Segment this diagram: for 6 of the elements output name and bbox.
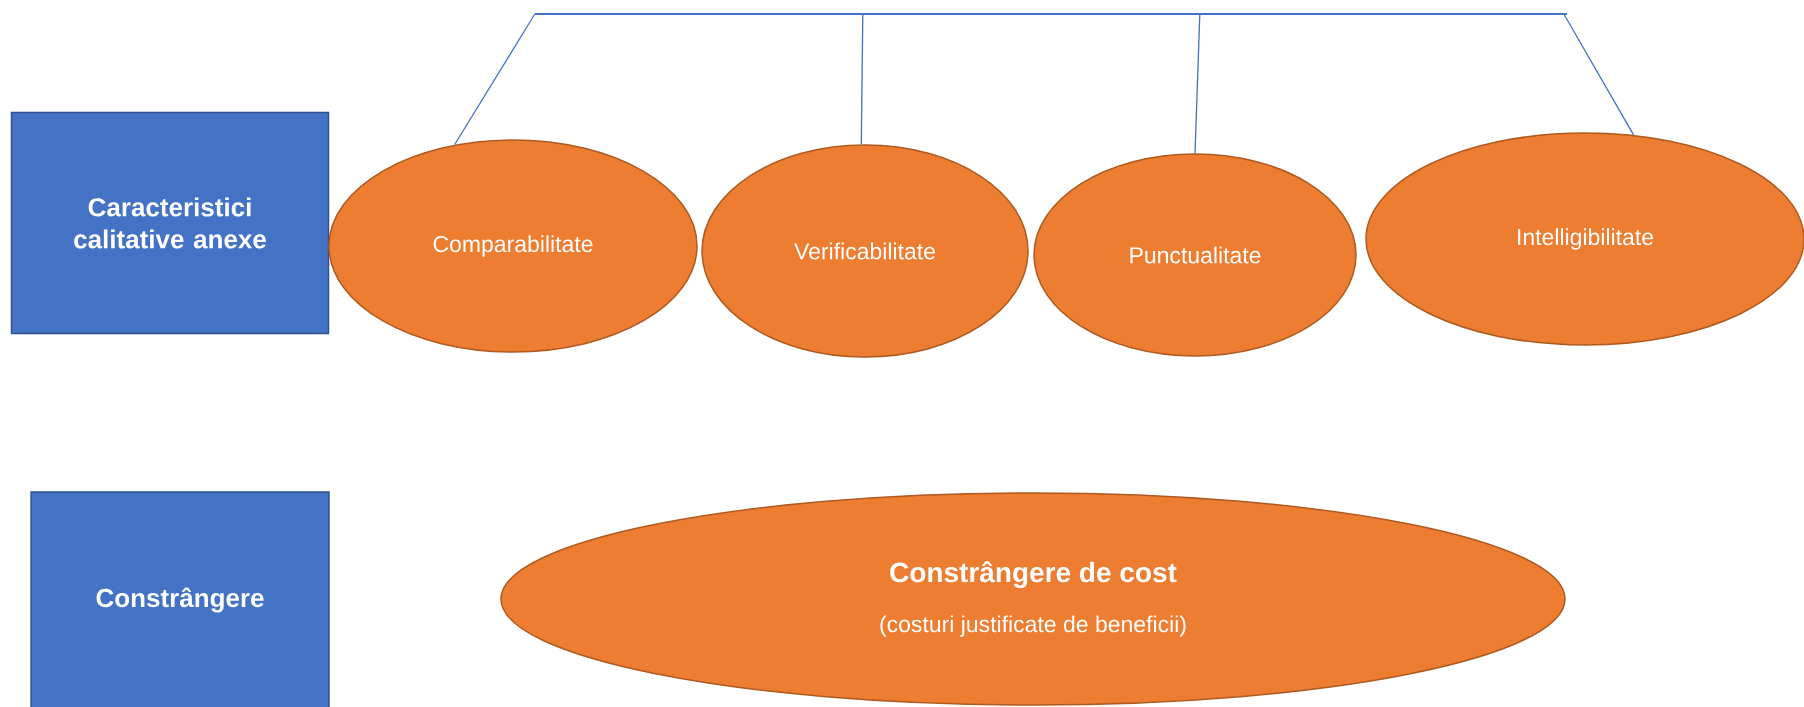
category-box: Constrângere xyxy=(30,491,330,707)
connector-line xyxy=(1194,13,1201,154)
connector-line xyxy=(860,13,864,145)
connector-line xyxy=(453,13,536,146)
category-box: Caracteristici calitative anexe xyxy=(10,111,330,335)
connector-line xyxy=(1563,13,1635,136)
